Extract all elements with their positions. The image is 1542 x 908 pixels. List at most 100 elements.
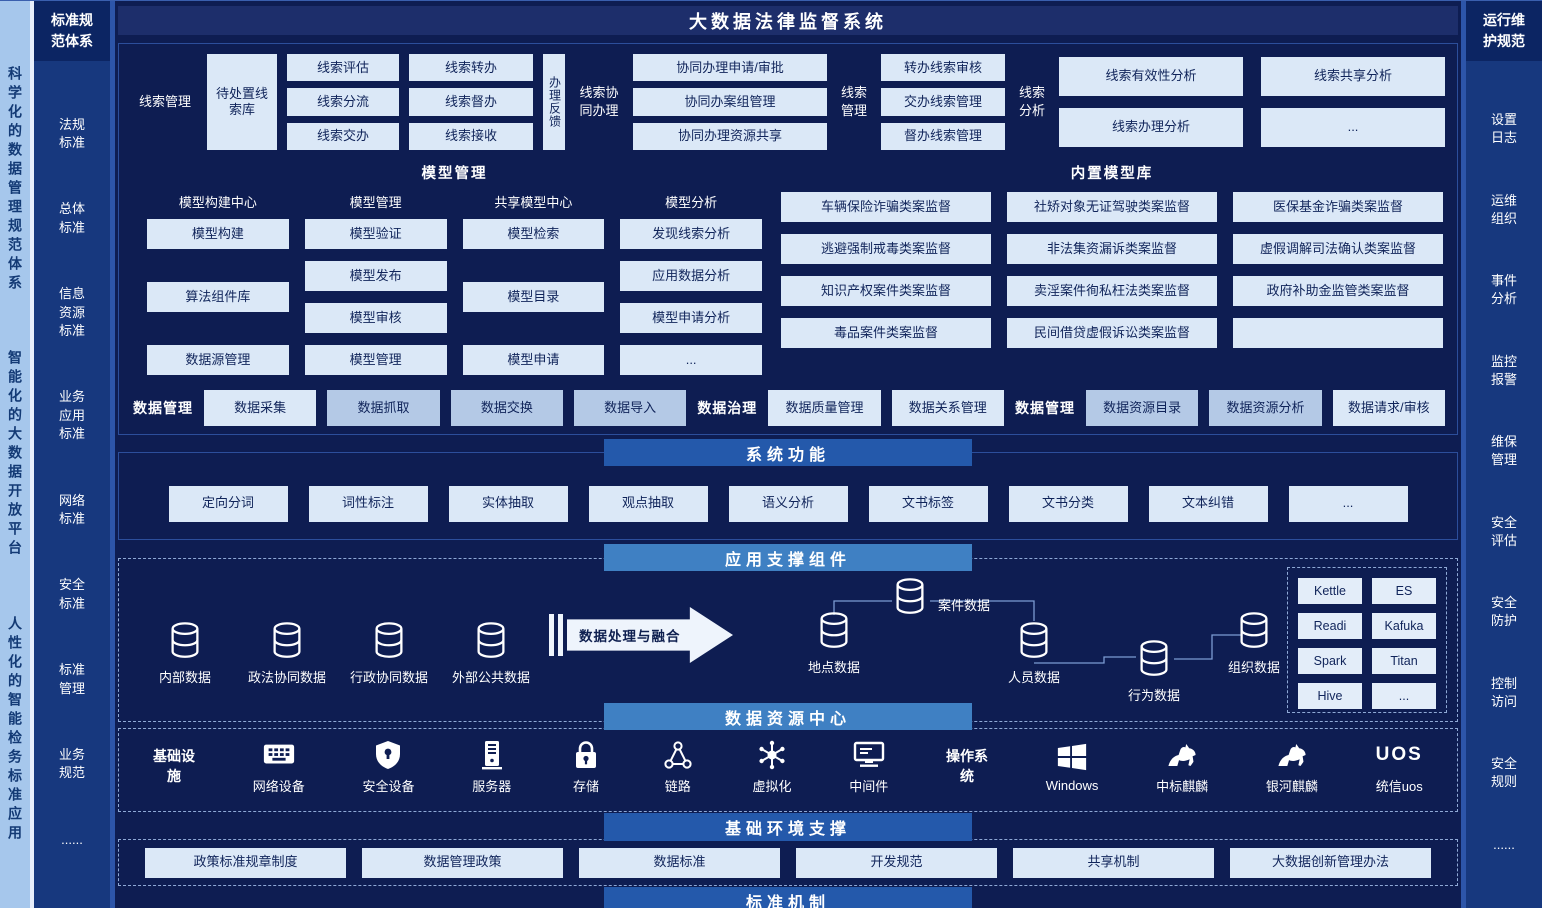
clue-share-analysis-box: 线索共享分析 — [1261, 57, 1445, 96]
infrastructure-label: 基础设施 — [153, 748, 195, 784]
data-governance-label: 数据治理 — [697, 400, 758, 416]
datasource-mgmt-box: 数据源管理 — [147, 345, 289, 375]
app-data-analysis-box: 应用数据分析 — [620, 261, 762, 291]
app-support-banner: 应用支撑组件 — [604, 544, 972, 571]
shared-model-center-header: 共享模型中心 — [494, 195, 573, 210]
sidebar-item-overall-standard: 总体标准 — [58, 201, 85, 235]
right-sidebar-items: 设置日志 运维组织 事件分析 监控报警 维保管理 安全评估 安全防护 控制访问 … — [1466, 61, 1542, 908]
algorithm-library-box: 算法组件库 — [147, 282, 289, 312]
document-classify-box: 文书分类 — [1008, 485, 1128, 522]
clue-and-model-panel: 线索管理 待处置线索库 线索评估 线索分流 线索交办 线索转办 线索督办 线索接… — [118, 43, 1458, 435]
database-icon — [1240, 612, 1268, 648]
link-item: 链路 — [661, 739, 695, 795]
collab-resource-share-box: 协同办理资源共享 — [633, 122, 827, 150]
clue-column-c: 协同办理申请/审批 协同办案组管理 协同办理资源共享 — [633, 54, 827, 150]
tool-kafuka: Kafuka — [1372, 613, 1436, 639]
bigdata-innovation-box: 大数据创新管理办法 — [1230, 847, 1431, 878]
internal-data-source: 内部数据 — [141, 621, 229, 686]
library-cell: 虚假调解司法确认类案监督 — [1233, 234, 1443, 264]
data-sources: 内部数据 政法协同数据 行政协同数据 外部公共数据 — [141, 621, 535, 686]
system-functions-banner: 系统功能 — [604, 439, 972, 466]
clue-column-b: 线索转办 线索督办 线索接收 — [409, 54, 533, 150]
model-column-headers: 模型构建中心 模型管理 共享模型中心 模型分析 — [147, 192, 762, 211]
model-apply-analysis-box: 模型申请分析 — [620, 303, 762, 333]
link-nodes-icon — [664, 741, 692, 769]
clue-management-label: 线索管理 — [138, 93, 191, 109]
clue-handling-analysis-box: 线索办理分析 — [1059, 108, 1243, 147]
strip-phrase-3: 人性化的智能检务标准应用 — [7, 615, 23, 844]
kirin-icon — [1168, 743, 1196, 767]
pos-tagging-box: 词性标注 — [308, 485, 428, 522]
location-data-node — [816, 611, 852, 651]
opinion-extraction-box: 观点抽取 — [588, 485, 708, 522]
operating-system-label: 操作系统 — [945, 748, 988, 784]
left-sidebar-standards: 标准规范体系 法规标准 总体标准 信息资源标准 业务应用标准 网络标准 安全标准… — [34, 1, 110, 908]
data-grab-box: 数据抓取 — [327, 390, 440, 426]
library-cell: 知识产权案件类案监督 — [781, 276, 991, 306]
organization-data-node — [1236, 611, 1272, 651]
uos-item: UOS 统信uos — [1376, 739, 1423, 795]
data-collect-box: 数据采集 — [204, 390, 317, 426]
database-icon — [171, 622, 199, 658]
library-cell: 社矫对象无证驾驶类案监督 — [1007, 192, 1217, 222]
page-title: 大数据法律监督系统 — [118, 6, 1458, 35]
library-cell: 车辆保险诈骗类案监督 — [781, 192, 991, 222]
behavior-data-node — [1136, 639, 1172, 679]
tool-spark: Spark — [1298, 648, 1362, 674]
clue-box-receive: 线索接收 — [409, 122, 533, 150]
tool-readi: Readi — [1298, 613, 1362, 639]
sidebar-item-ellipsis: ...... — [61, 832, 83, 848]
clue-box-supervise: 线索督办 — [409, 88, 533, 116]
shared-model-column: 模型检索 模型目录 模型申请 — [462, 219, 605, 375]
big-data-tools-box: Kettle ES Readi Kafuka Spark Titan Hive … — [1287, 567, 1447, 713]
clue-column-d: 转办线索审核 交办线索管理 督办线索管理 — [881, 54, 1005, 150]
model-review-box: 模型审核 — [304, 303, 447, 333]
infra-item-label: 服务器 — [472, 779, 512, 794]
sidebar-item-monitor-alarm: 监控报警 — [1490, 353, 1517, 387]
external-public-data-source: 外部公共数据 — [447, 621, 535, 686]
supervise-manage-box: 督办线索管理 — [881, 122, 1005, 150]
middleware-item: 中间件 — [849, 739, 888, 795]
os-item-label: 统信uos — [1375, 779, 1423, 794]
clue-box-triage: 线索分流 — [287, 88, 399, 116]
model-build-column: 模型构建 算法组件库 数据源管理 — [147, 219, 289, 375]
windows-logo-icon — [1057, 743, 1087, 771]
found-clue-analysis-box: 发现线索分析 — [620, 219, 762, 249]
library-cell: 民间借贷虚假诉讼类案监督 — [1007, 318, 1217, 348]
database-icon — [896, 578, 924, 614]
tool-hive: Hive — [1298, 683, 1362, 709]
tool-titan: Titan — [1372, 648, 1436, 674]
infra-item-label: 链路 — [664, 779, 691, 794]
strip-phrase-2: 智能化的大数据开放平台 — [7, 350, 23, 559]
database-icon — [820, 612, 848, 648]
database-icon — [1020, 622, 1048, 658]
behavior-data-label: 行为数据 — [1127, 688, 1180, 703]
handling-feedback-box: 办理反馈 — [543, 54, 565, 150]
more-functions-box: ... — [1288, 485, 1408, 522]
semantic-analysis-box: 语义分析 — [728, 485, 848, 522]
clue-box-transfer: 线索转办 — [409, 54, 533, 82]
data-management-row: 数据管理 数据采集 数据抓取 数据交换 数据导入 数据治理 数据质量管理 数据关… — [133, 390, 1445, 426]
windows-item: Windows — [1046, 741, 1098, 793]
clue-column-a: 线索评估 线索分流 线索交办 — [287, 54, 399, 150]
source-label: 内部数据 — [158, 670, 211, 685]
model-analysis-header: 模型分析 — [665, 195, 718, 210]
sidebar-item-access-control: 控制访问 — [1490, 675, 1517, 709]
model-mgmt-header: 模型管理 — [349, 195, 402, 210]
right-sidebar-header: 运行维护规范 — [1466, 1, 1542, 61]
system-functions-panel: 定向分词 词性标注 实体抽取 观点抽取 语义分析 文书标签 文书分类 文本纠错 … — [118, 452, 1458, 540]
model-build-box: 模型构建 — [147, 219, 289, 249]
model-mgmt-column: 模型验证 模型发布 模型审核 模型管理 — [304, 219, 447, 375]
sidebar-item-ellipsis: ...... — [1493, 836, 1515, 852]
sidebar-item-event-analysis: 事件分析 — [1490, 273, 1517, 307]
main-left-border — [110, 1, 115, 908]
collab-apply-approve-box: 协同办理申请/审批 — [633, 54, 827, 82]
sidebar-item-law-standard: 法规标准 — [58, 116, 85, 150]
collab-caseteam-box: 协同办案组管理 — [633, 88, 827, 116]
clue-box-evaluate: 线索评估 — [287, 54, 399, 82]
policy-panel: 政策标准规章制度 数据管理政策 数据标准 开发规范 共享机制 大数据创新管理办法 — [118, 839, 1458, 886]
model-publish-box: 模型发布 — [304, 261, 447, 291]
left-divider — [30, 1, 34, 908]
data-mgmt-policy-box: 数据管理政策 — [362, 847, 563, 878]
person-data-node — [1016, 621, 1052, 661]
